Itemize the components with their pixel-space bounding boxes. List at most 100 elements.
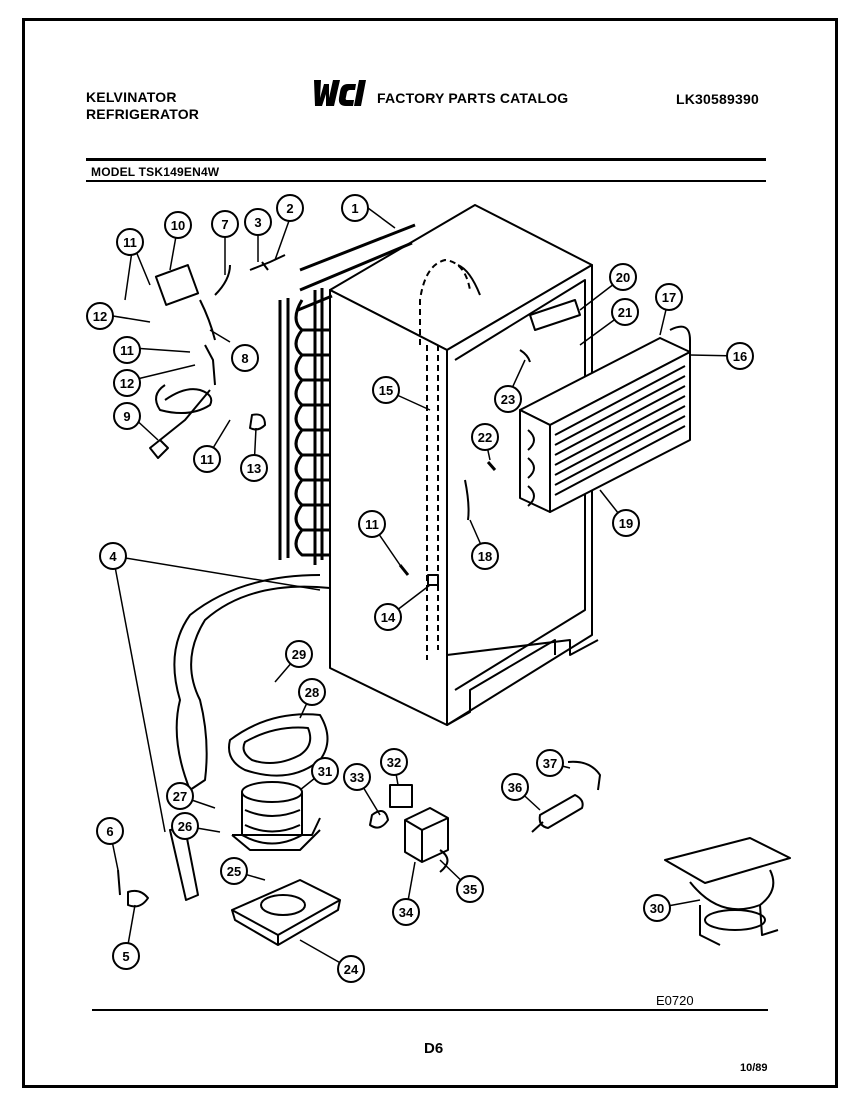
left-hardware-drawing bbox=[117, 254, 286, 908]
callout-9: 9 bbox=[113, 402, 141, 430]
callout-17: 17 bbox=[655, 283, 683, 311]
svg-text:15: 15 bbox=[379, 383, 393, 398]
svg-text:33: 33 bbox=[350, 770, 364, 785]
page-border bbox=[22, 18, 838, 1088]
svg-text:32: 32 bbox=[387, 755, 401, 770]
issue-date: 10/89 bbox=[740, 1062, 768, 1074]
catalog-title: FACTORY PARTS CATALOG bbox=[377, 90, 569, 106]
callout-12-b: 12 bbox=[113, 369, 141, 397]
capacitor-box-drawing bbox=[404, 807, 449, 873]
callout-12-a: 12 bbox=[86, 302, 114, 330]
callout-25: 25 bbox=[220, 857, 248, 885]
svg-text:17: 17 bbox=[662, 290, 676, 305]
svg-text:12: 12 bbox=[93, 309, 107, 324]
svg-text:14: 14 bbox=[381, 610, 396, 625]
svg-text:18: 18 bbox=[478, 549, 492, 564]
callout-19: 19 bbox=[612, 509, 640, 537]
svg-text:16: 16 bbox=[733, 349, 747, 364]
catalog-number: LK30589390 bbox=[676, 91, 759, 107]
svg-text:22: 22 bbox=[478, 430, 492, 445]
callout-35: 35 bbox=[456, 875, 484, 903]
unit-base-drawing bbox=[664, 837, 791, 946]
header-rule bbox=[86, 158, 766, 161]
svg-text:11: 11 bbox=[365, 517, 379, 532]
svg-text:25: 25 bbox=[227, 864, 241, 879]
svg-text:8: 8 bbox=[241, 351, 248, 366]
wci-logo bbox=[314, 80, 366, 106]
compressor-drawing bbox=[231, 781, 321, 851]
svg-text:2: 2 bbox=[286, 201, 293, 216]
svg-text:4: 4 bbox=[109, 549, 117, 564]
callout-4: 4 bbox=[99, 542, 127, 570]
drain-tube-drawing bbox=[173, 574, 331, 791]
callout-1: 1 bbox=[341, 194, 369, 222]
page-code: D6 bbox=[424, 1040, 444, 1057]
evaporator-drawing bbox=[519, 325, 691, 513]
svg-text:9: 9 bbox=[123, 409, 130, 424]
svg-text:19: 19 bbox=[619, 516, 633, 531]
svg-text:21: 21 bbox=[618, 305, 632, 320]
svg-text:1: 1 bbox=[351, 201, 358, 216]
callout-14: 14 bbox=[374, 603, 402, 631]
callout-2: 2 bbox=[276, 194, 304, 222]
figure-code: E0720 bbox=[656, 993, 694, 1008]
callout-7: 7 bbox=[211, 210, 239, 238]
callout-11-d: 11 bbox=[358, 510, 386, 538]
svg-text:34: 34 bbox=[399, 905, 414, 920]
callout-31: 31 bbox=[311, 757, 339, 785]
callout-28: 28 bbox=[298, 678, 326, 706]
relay-drawing bbox=[389, 784, 413, 808]
model-rule bbox=[86, 180, 766, 182]
callout-13: 13 bbox=[240, 454, 268, 482]
callout-32: 32 bbox=[380, 748, 408, 776]
callout-6: 6 bbox=[96, 817, 124, 845]
svg-text:6: 6 bbox=[106, 824, 113, 839]
svg-text:31: 31 bbox=[318, 764, 332, 779]
callout-27: 27 bbox=[166, 782, 194, 810]
callout-18: 18 bbox=[471, 542, 499, 570]
cabinet-drawing bbox=[329, 204, 599, 726]
callout-11-a: 11 bbox=[116, 228, 144, 256]
condenser-coil-drawing bbox=[278, 223, 416, 565]
svg-text:11: 11 bbox=[200, 452, 214, 467]
callout-29: 29 bbox=[285, 640, 313, 668]
svg-text:10: 10 bbox=[171, 218, 185, 233]
callout-33: 33 bbox=[343, 763, 371, 791]
svg-text:24: 24 bbox=[344, 962, 359, 977]
footer-rule bbox=[92, 1009, 768, 1011]
run-capacitor-drawing bbox=[531, 760, 601, 833]
callout-26: 26 bbox=[171, 812, 199, 840]
callout-23: 23 bbox=[494, 385, 522, 413]
callout-36: 36 bbox=[501, 773, 529, 801]
callout-22: 22 bbox=[471, 423, 499, 451]
svg-text:5: 5 bbox=[122, 949, 129, 964]
svg-text:11: 11 bbox=[123, 235, 137, 250]
callout-15: 15 bbox=[372, 376, 400, 404]
svg-text:30: 30 bbox=[650, 901, 664, 916]
svg-text:23: 23 bbox=[501, 392, 515, 407]
callout-30: 30 bbox=[643, 894, 671, 922]
product-name: REFRIGERATOR bbox=[86, 106, 200, 122]
svg-text:12: 12 bbox=[120, 376, 134, 391]
callout-34: 34 bbox=[392, 898, 420, 926]
brand-name: KELVINATOR bbox=[86, 89, 177, 105]
callout-5: 5 bbox=[112, 942, 140, 970]
callout-37: 37 bbox=[536, 749, 564, 777]
svg-text:29: 29 bbox=[292, 647, 306, 662]
svg-text:27: 27 bbox=[173, 789, 187, 804]
svg-text:3: 3 bbox=[254, 215, 261, 230]
svg-text:35: 35 bbox=[463, 882, 477, 897]
callout-11-b: 11 bbox=[113, 336, 141, 364]
svg-text:11: 11 bbox=[120, 343, 134, 358]
model-label: MODEL TSK149EN4W bbox=[91, 165, 220, 179]
compressor-base-drawing bbox=[231, 879, 341, 946]
callout-16: 16 bbox=[726, 342, 754, 370]
svg-text:36: 36 bbox=[508, 780, 522, 795]
svg-text:13: 13 bbox=[247, 461, 261, 476]
callout-8: 8 bbox=[231, 344, 259, 372]
callout-21: 21 bbox=[611, 298, 639, 326]
svg-text:37: 37 bbox=[543, 756, 557, 771]
callout-10: 10 bbox=[164, 211, 192, 239]
callout-24: 24 bbox=[337, 955, 365, 983]
